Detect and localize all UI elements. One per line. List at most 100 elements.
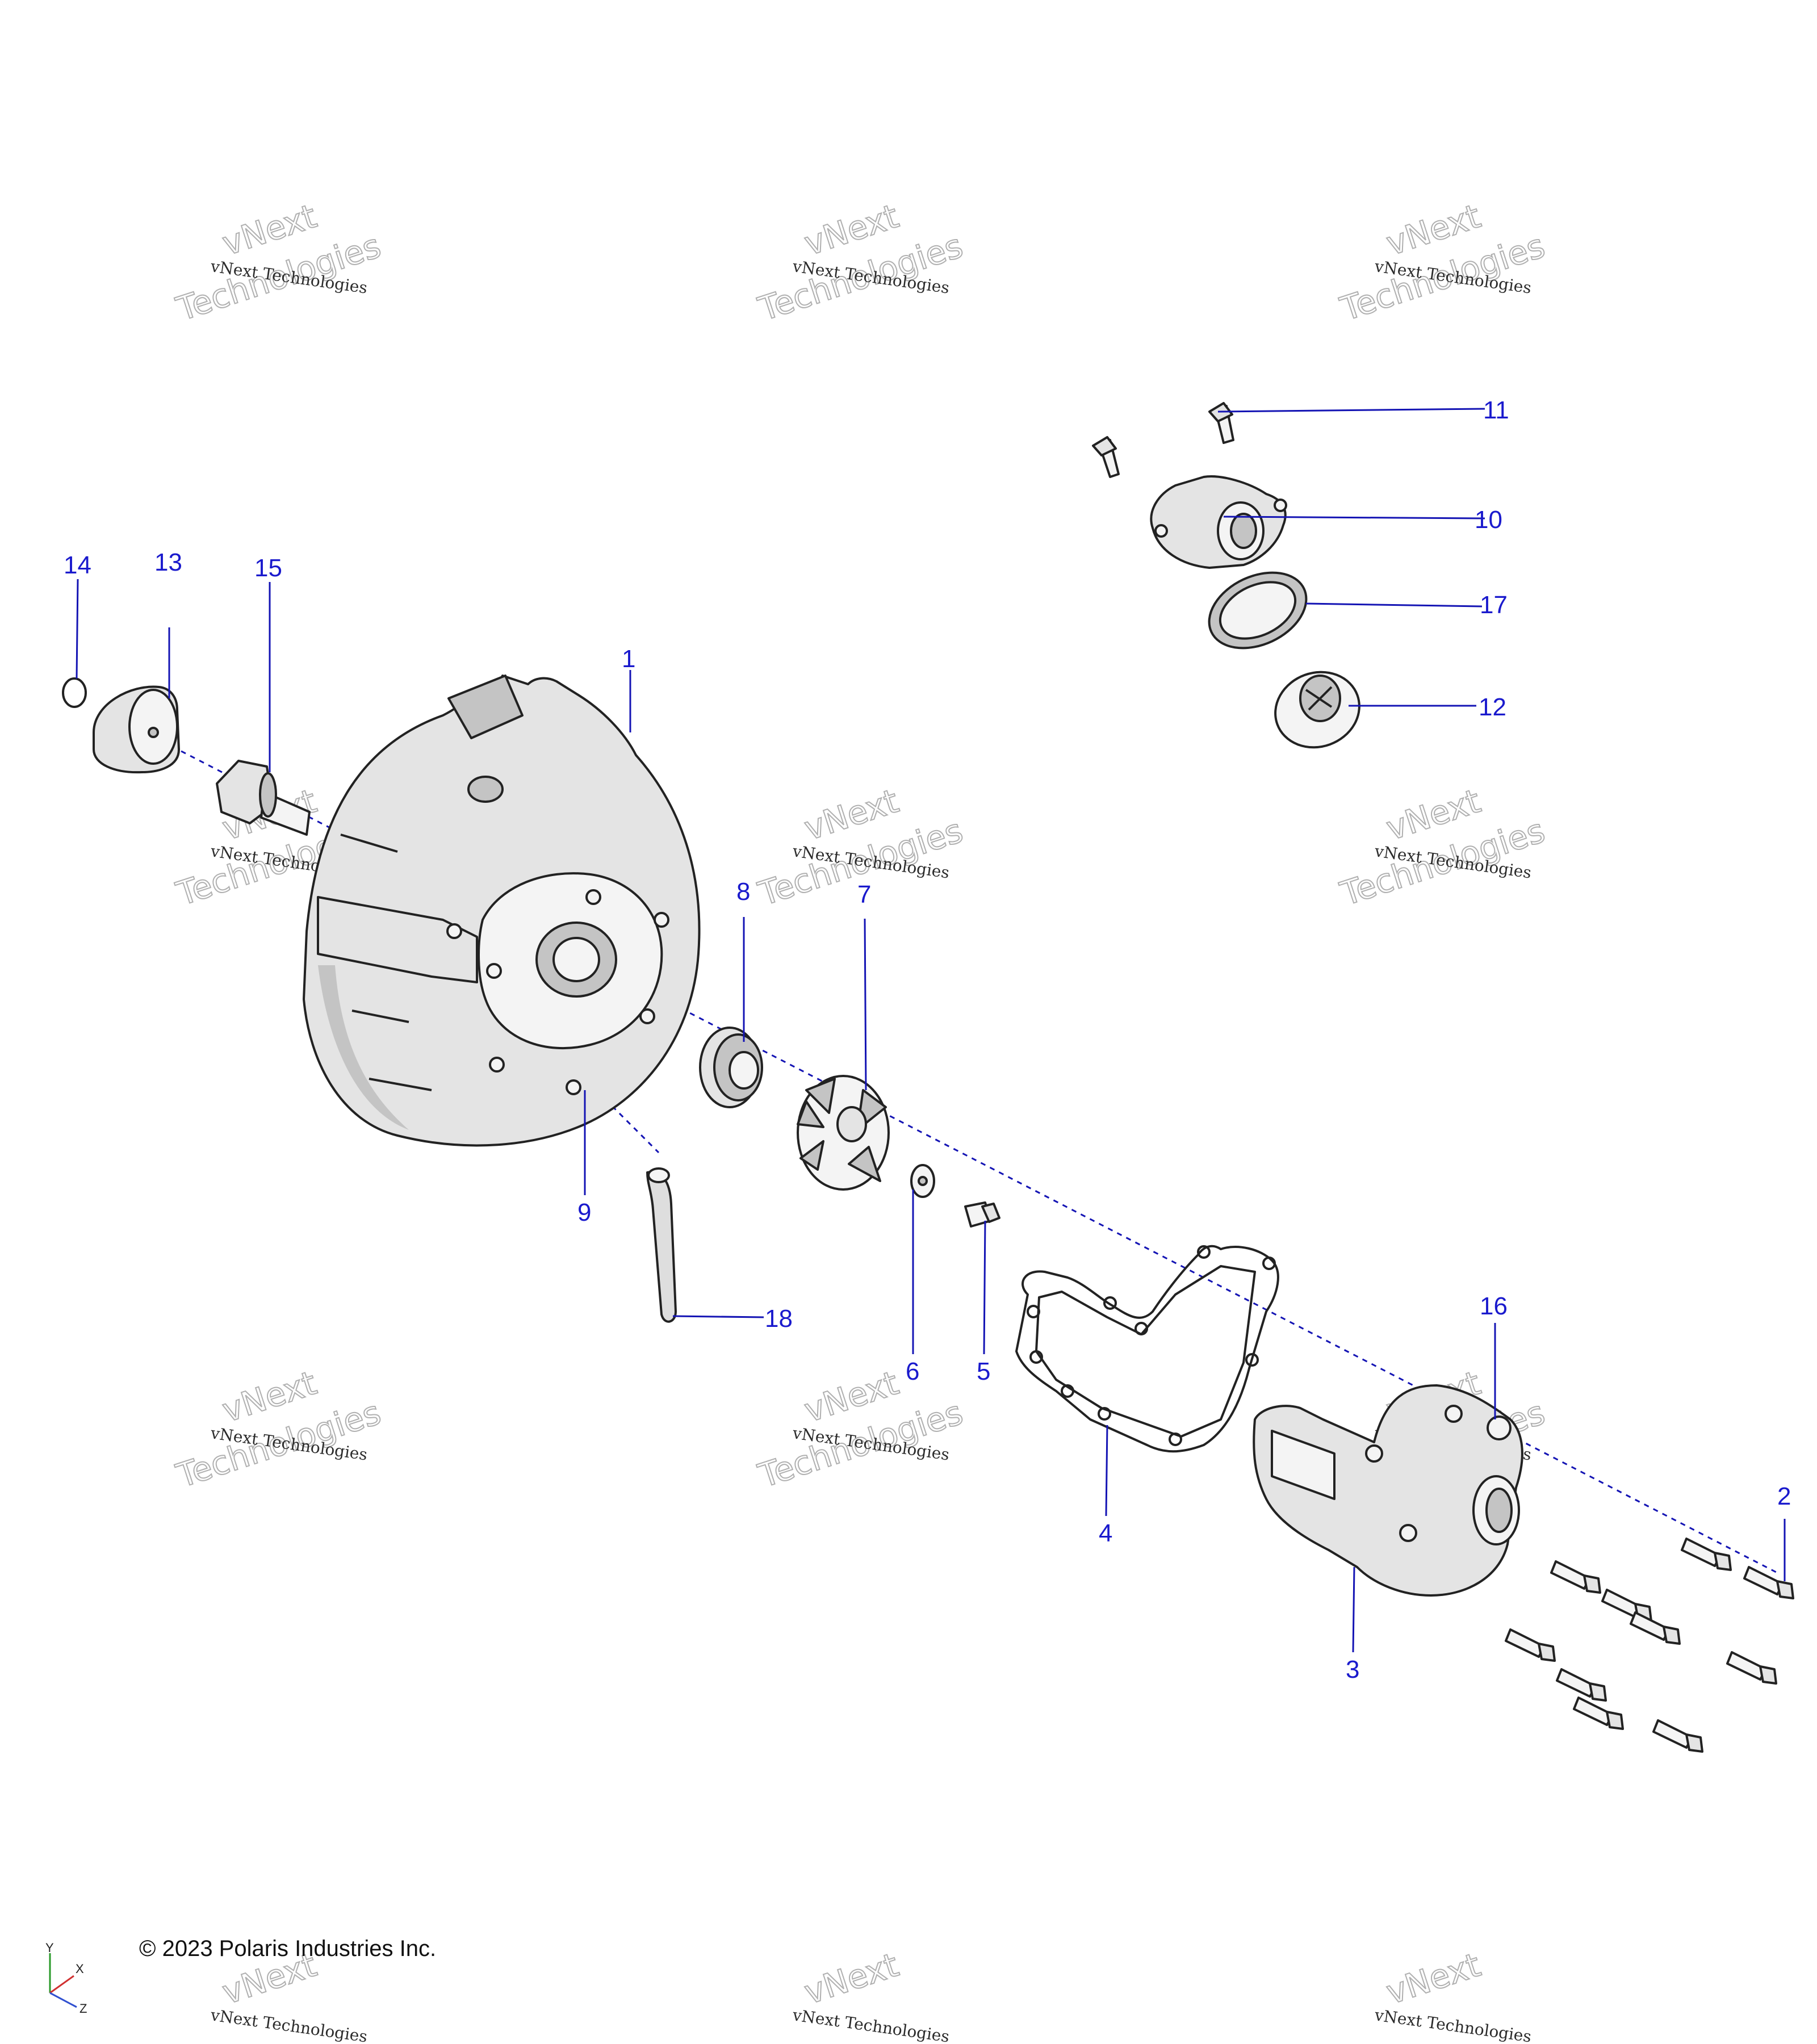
hose [646, 1171, 677, 1323]
axis-triad: Y X Z [45, 1941, 87, 2016]
watermark-text: vNext [1381, 1945, 1485, 2012]
impeller-vanes [797, 1078, 887, 1182]
bolt [1573, 1697, 1614, 1726]
bolt-head [1776, 1580, 1794, 1599]
bolt-hole [654, 912, 669, 928]
watermark: vNext Technologies vNext Technologies [1335, 781, 1550, 914]
bolt-hole [566, 1079, 581, 1095]
bolt-head [1589, 1682, 1607, 1702]
callout-5: 5 [977, 1358, 990, 1385]
o-ring [62, 677, 87, 708]
housing-boss-top [447, 675, 524, 739]
bolt-head [1092, 436, 1117, 456]
x-axis-label: X [76, 1962, 84, 1976]
part-18-hose [646, 1167, 677, 1323]
impeller-hub [836, 1106, 867, 1142]
bolt [1726, 1651, 1767, 1681]
callout-15: 15 [254, 554, 282, 582]
leader-14 [76, 579, 79, 679]
leader-11 [1217, 408, 1485, 413]
seal-inner [729, 1051, 759, 1090]
callout-11: 11 [1483, 396, 1509, 424]
callout-2: 2 [1777, 1482, 1791, 1510]
y-axis-label: Y [45, 1941, 54, 1955]
callout-3: 3 [1346, 1656, 1359, 1683]
bolt-hole [639, 1008, 655, 1024]
leader-18 [672, 1315, 764, 1318]
thermostat-bridge [1305, 686, 1333, 711]
part-17-seal-ring [1208, 571, 1308, 650]
housing-shadow [318, 965, 409, 1130]
x-axis-icon [49, 1975, 74, 1994]
leader-7 [864, 918, 867, 1091]
bolt-head [1538, 1643, 1556, 1662]
part-16-fitting [1487, 1415, 1512, 1440]
cover-body [1253, 1384, 1523, 1597]
gasket-hole [1245, 1353, 1259, 1367]
gasket-hole [1197, 1245, 1211, 1259]
watermark: vNext Technologies vNext Technologies [171, 1363, 386, 1496]
bolt-head [1606, 1711, 1624, 1730]
mount-hole [1154, 524, 1168, 538]
part-14-o-ring [62, 677, 87, 708]
callout-8: 8 [736, 878, 750, 906]
bolt [1681, 1538, 1722, 1567]
callout-16: 16 [1480, 1292, 1508, 1320]
callout-1: 1 [622, 645, 635, 673]
watermark: vNext Technologies vNext Technologies [171, 196, 386, 329]
part-12-thermostat [1274, 671, 1360, 749]
seal-ring-inner [1219, 581, 1297, 640]
bolt-head [1759, 1665, 1777, 1685]
bolt [1743, 1566, 1784, 1595]
watermark-text: vNext [799, 1945, 903, 2012]
watermark-text: vNext Technologies [791, 2005, 951, 2044]
shaft-seal [259, 772, 277, 818]
outlet-channel [317, 896, 478, 983]
part-3-pump-cover [1253, 1384, 1523, 1597]
part-11-bolts [1092, 402, 1234, 478]
cover-outlet-bore [1485, 1488, 1513, 1533]
fitting [1487, 1415, 1512, 1440]
bolt-hole [489, 1057, 505, 1073]
thermostat-housing-bore [1230, 513, 1257, 549]
part-10-thermostat-housing [1150, 475, 1287, 569]
spacer-hole [148, 727, 159, 738]
bolt [1505, 1628, 1546, 1658]
callout-12: 12 [1479, 693, 1506, 721]
leader-4 [1105, 1425, 1108, 1517]
callout-14: 14 [64, 551, 91, 579]
z-axis-label: Z [79, 2001, 87, 2016]
gasket-hole [1169, 1433, 1182, 1446]
part-8-seal [699, 1027, 763, 1108]
bolt-head [1685, 1733, 1703, 1753]
watermark: vNext vNext Technologies [1373, 1945, 1533, 2044]
bolt [1630, 1611, 1671, 1641]
copyright-notice: © 2023 Polaris Industries Inc. [139, 1936, 437, 1961]
gasket-hole [1262, 1256, 1276, 1270]
callout-labels: 1 2 3 4 5 6 7 8 9 10 11 12 13 14 15 16 1… [64, 396, 1791, 1683]
gasket-hole [1103, 1296, 1117, 1310]
callout-18: 18 [765, 1305, 793, 1333]
gasket-hole [1029, 1350, 1043, 1364]
bolt-hole [486, 963, 502, 979]
leader-10 [1223, 516, 1485, 520]
bolt [1652, 1719, 1693, 1749]
callout-4: 4 [1099, 1519, 1112, 1547]
hose-end [647, 1167, 670, 1183]
bolt-head [1583, 1574, 1601, 1594]
bolt-head [1663, 1626, 1681, 1645]
bolt-head [1714, 1552, 1732, 1571]
gasket-hole [1098, 1407, 1111, 1421]
housing-ribs [340, 833, 432, 1091]
gasket-hole [1061, 1384, 1074, 1398]
leader-5 [983, 1220, 986, 1355]
gasket-hole [1134, 1322, 1148, 1335]
gasket-bolt-holes [1027, 1245, 1276, 1446]
part-2-bolts [1505, 1538, 1794, 1753]
part-5-bolt [964, 1201, 1000, 1228]
gasket-inner [1035, 1265, 1256, 1438]
watermark-text: vNext Technologies [1373, 2005, 1533, 2044]
housing-port [467, 776, 504, 803]
bolt-head [981, 1203, 1000, 1223]
